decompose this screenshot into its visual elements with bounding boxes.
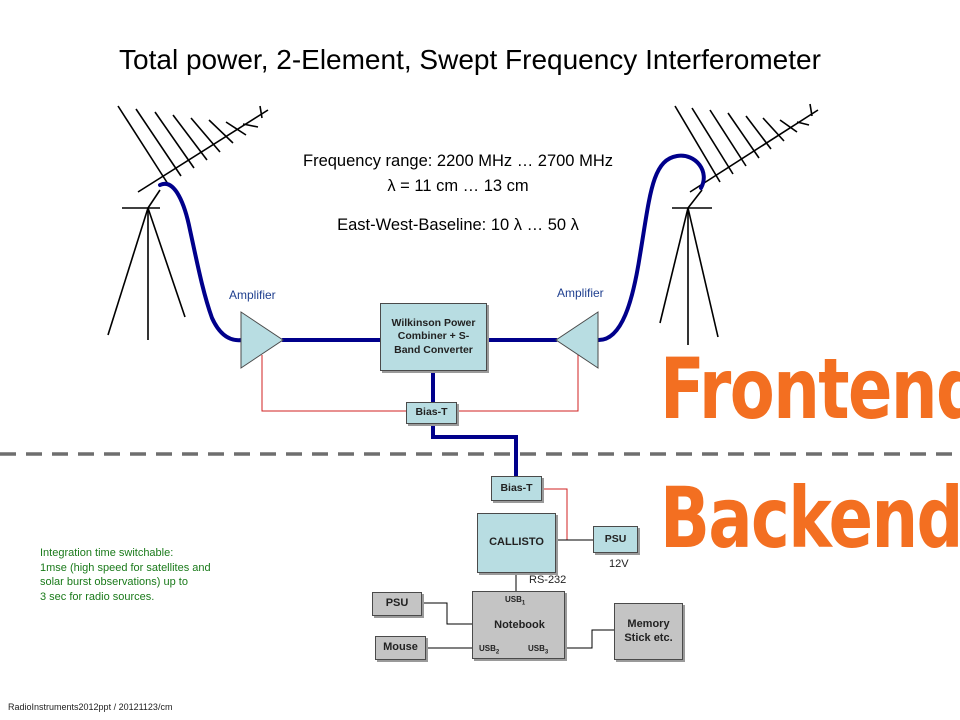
notebook-box: USB1 Notebook USB2 USB3: [472, 591, 565, 659]
right-tripod: [659, 189, 719, 345]
usb2-port-label: USB2: [479, 644, 500, 656]
mouse-box: Mouse: [375, 636, 426, 660]
backend-links: [422, 539, 614, 649]
wavelength-text: λ = 11 cm … 13 cm: [387, 177, 529, 195]
frequency-range-text: Frequency range: 2200 MHz … 2700 MHz: [303, 152, 613, 170]
psu-right-box: PSU: [593, 526, 638, 553]
right-amplifier: [555, 311, 599, 369]
footer-reference: RadioInstruments2012ppt / 20121123/cm: [8, 702, 173, 712]
rs232-label: RS-232: [529, 574, 567, 586]
memory-stick-box: Memory Stick etc.: [614, 603, 683, 660]
left-amplifier: [240, 311, 284, 369]
right-antenna: [674, 103, 819, 193]
coax-cables: [158, 153, 706, 478]
bias-t-backend-box: Bias-T: [491, 476, 542, 501]
frontend-label: Frontend: [660, 340, 960, 438]
page-title: Total power, 2-Element, Swept Frequency …: [119, 44, 821, 75]
left-amplifier-label: Amplifier: [229, 288, 276, 302]
usb3-port-label: USB3: [528, 644, 549, 656]
usb1-port-label: USB1: [505, 595, 526, 607]
left-tripod: [107, 189, 186, 340]
notebook-label: Notebook: [494, 619, 545, 631]
backend-label: Backend: [660, 469, 960, 567]
right-amplifier-label: Amplifier: [557, 286, 604, 300]
left-antenna: [117, 105, 269, 193]
bias-t-frontend-box: Bias-T: [406, 402, 457, 424]
callisto-box: CALLISTO: [477, 513, 556, 573]
psu-left-box: PSU: [372, 592, 422, 616]
integration-note: Integration time switchable: 1mse (high …: [40, 547, 211, 603]
baseline-text: East-West-Baseline: 10 λ … 50 λ: [337, 216, 579, 234]
wilkinson-combiner-box: Wilkinson Power Combiner + S-Band Conver…: [380, 303, 487, 371]
psu-voltage-label: 12V: [609, 558, 629, 570]
